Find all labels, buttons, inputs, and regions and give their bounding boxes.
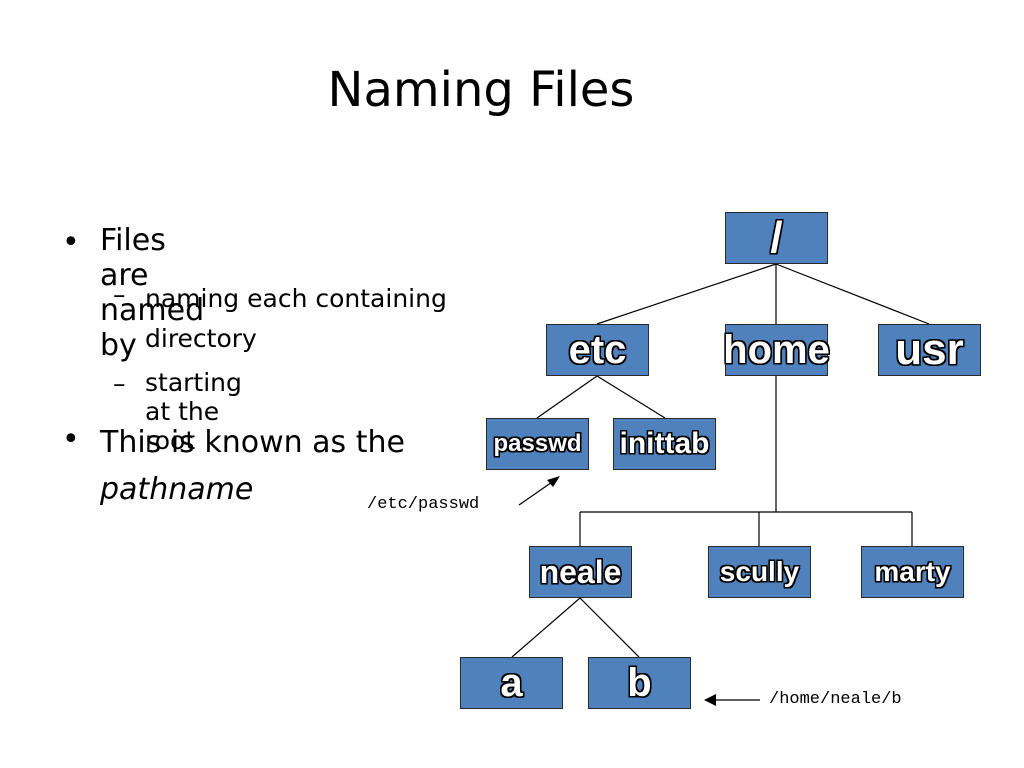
node-passwd: passwd [486,418,589,470]
sub-bullet-marker: – [113,280,126,309]
bullet-marker: • [62,225,80,260]
bullet-known-as: This is known as the pathname [100,419,440,513]
sub-bullet-naming: naming each containing directory [145,284,447,353]
sub-bullet-marker: – [113,369,126,398]
pathname-emphasis: pathname [100,472,254,507]
edge-etc-inittab [596,375,666,419]
edge-root-etc [596,263,777,325]
path-label-etc-passwd: /etc/passwd [367,495,480,514]
node-marty: marty [861,546,964,598]
bullet-known-as-text: This is known as the [100,425,405,460]
node-usr: usr [878,324,981,376]
node-a: a [460,657,563,709]
edge-neale-a [511,597,581,658]
node-etc: etc [546,324,649,376]
arrow-b-head [704,694,716,706]
edge-etc-passwd [536,375,598,419]
edge-neale-b [579,597,640,658]
node-home: home [723,324,830,376]
node-inittab: inittab [613,418,716,470]
node-neale: neale [529,546,632,598]
slide-title: Naming Files [327,62,635,118]
arrow-passwd-shaft [518,479,556,506]
node-b: b [588,657,691,709]
arrow-passwd-head [547,476,560,487]
node-scully: scully [708,546,811,598]
bullet-files-named: Files are named by [100,223,205,363]
path-label-home-neale-b: /home/neale/b [769,690,902,709]
node-root: / [725,212,828,264]
sub-bullet-root: starting at the root [145,368,242,455]
edge-root-usr [775,263,930,325]
bullet-marker: • [62,422,80,457]
